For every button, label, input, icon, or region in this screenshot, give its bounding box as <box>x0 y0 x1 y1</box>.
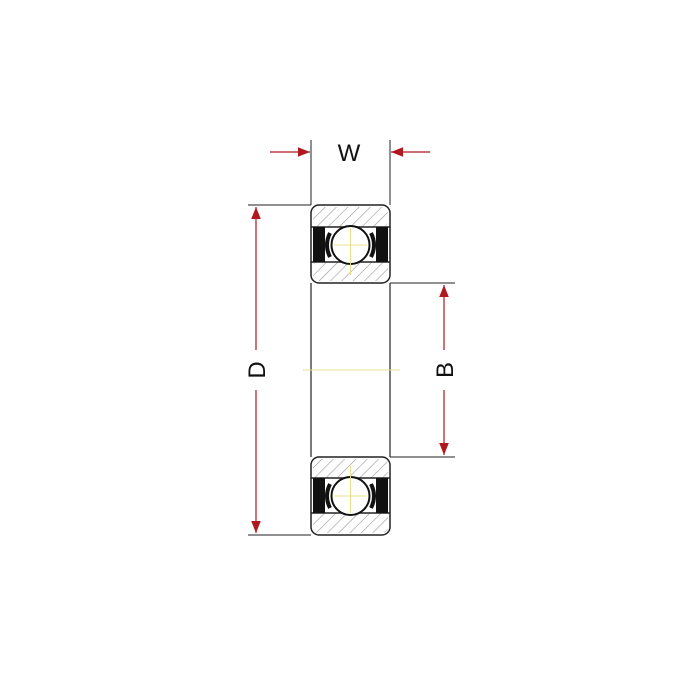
bearing-section-bottom <box>310 456 391 536</box>
width-label: W <box>338 140 361 167</box>
bearing-section-top <box>310 204 391 284</box>
bore-label: B <box>432 362 459 378</box>
bore-dimension: B <box>390 282 459 458</box>
outer-diameter-dimension: D <box>244 204 311 536</box>
outer-diameter-label: D <box>244 361 271 378</box>
width-dimension: W <box>270 140 430 205</box>
